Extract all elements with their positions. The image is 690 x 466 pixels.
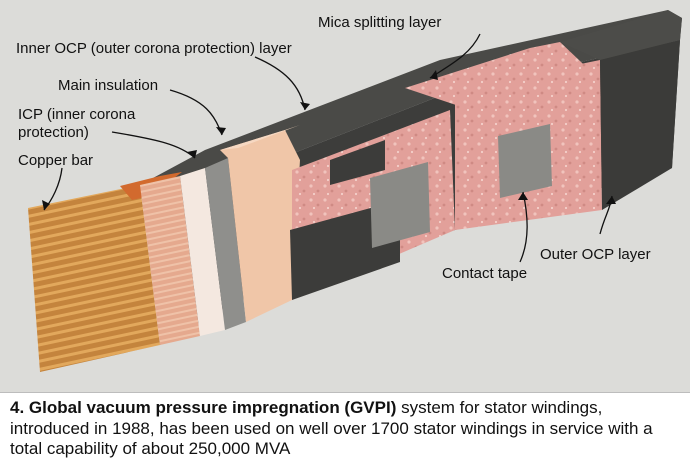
contact-tape-patch-left: [370, 162, 430, 248]
label-icp-line1: ICP (inner corona: [18, 106, 136, 123]
contact-tape-patch-right: [498, 124, 552, 198]
caption-bold: 4. Global vacuum pressure impregnation (…: [10, 398, 397, 417]
label-outer-ocp: Outer OCP layer: [540, 246, 651, 263]
stator-bar-illustration: Mica splitting layer Inner OCP (outer co…: [0, 0, 690, 392]
stator-bar-drawing: [28, 10, 682, 372]
label-icp-line2: protection): [18, 124, 89, 141]
caption-text: system for stator windings, introduced i…: [10, 398, 653, 458]
copper-bar-strands: [28, 185, 160, 372]
inner-ocp-layer: [205, 158, 246, 330]
label-contact-tape: Contact tape: [442, 265, 528, 282]
main-insulation-layer: [180, 168, 225, 336]
label-inner-ocp: Inner OCP (outer corona protection) laye…: [16, 40, 292, 57]
mica-top-band: [405, 42, 600, 108]
label-copper-bar: Copper bar: [18, 152, 94, 169]
outer-ocp-wrap-right: [600, 40, 680, 210]
insulation-step: [220, 130, 300, 322]
label-mica-splitting-layer: Mica splitting layer: [318, 14, 442, 31]
label-main-insulation: Main insulation: [58, 77, 159, 94]
figure-caption: 4. Global vacuum pressure impregnation (…: [10, 398, 685, 460]
icp-layer: [140, 176, 200, 345]
figure-divider: [0, 392, 690, 393]
